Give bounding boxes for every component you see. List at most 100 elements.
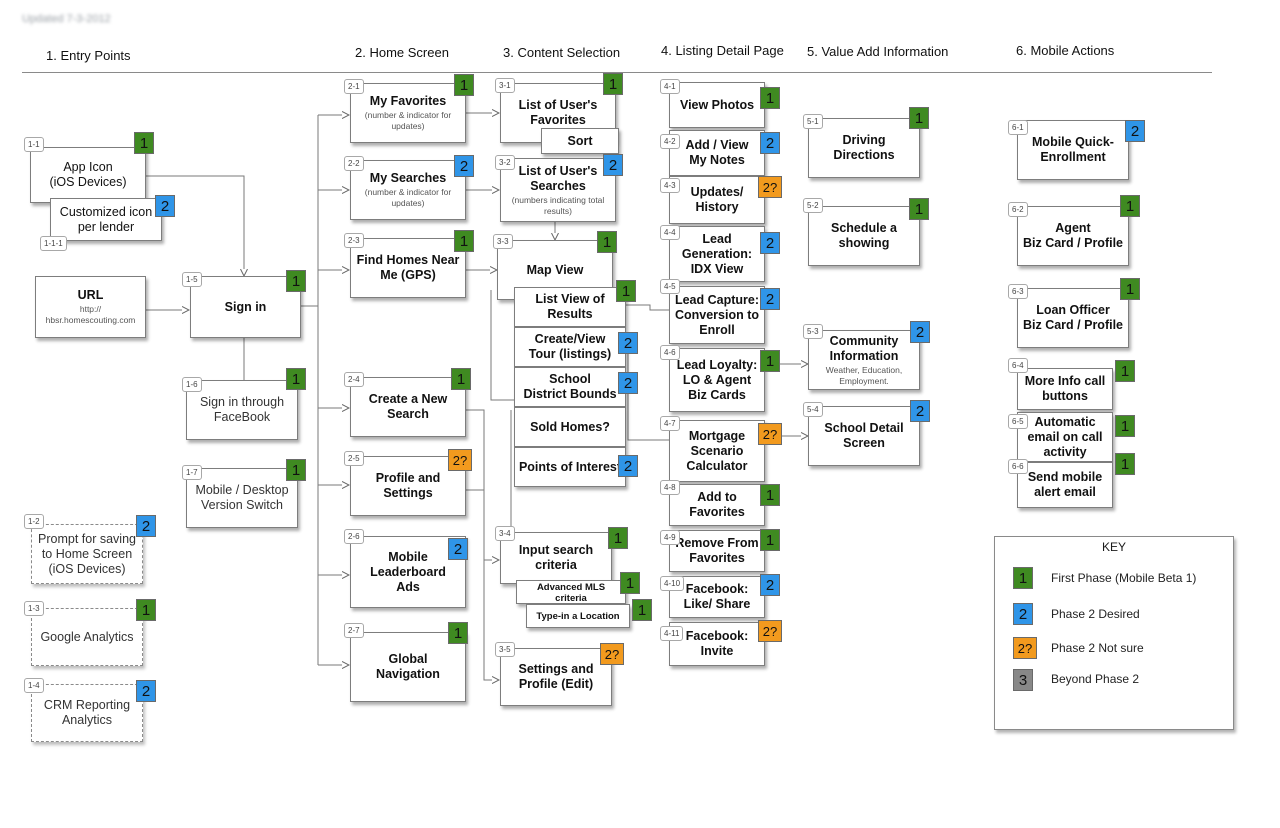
- node-version-switch[interactable]: Mobile / Desktop Version Switch: [186, 468, 298, 528]
- node-title: Lead Loyalty: LO & Agent Biz Cards: [676, 357, 758, 402]
- node-facebook-invite[interactable]: Facebook: Invite: [669, 622, 765, 666]
- node-add-favorites[interactable]: Add to Favorites: [669, 484, 765, 526]
- node-quick-enrollment[interactable]: Mobile Quick- Enrollment: [1017, 120, 1129, 180]
- node-sign-in[interactable]: Sign in: [190, 276, 301, 338]
- node-id: 4-5: [660, 279, 680, 294]
- column-heading-value-add: 5. Value Add Information: [807, 44, 949, 59]
- node-id: 5-2: [803, 198, 823, 213]
- node-global-navigation[interactable]: Global Navigation: [350, 632, 466, 702]
- node-url[interactable]: URL http:// hbsr.homescouting.com: [35, 276, 146, 338]
- phase-badge: 1: [603, 73, 623, 95]
- node-find-homes-gps[interactable]: Find Homes Near Me (GPS): [350, 238, 466, 298]
- phase-badge: 2?: [600, 643, 624, 665]
- node-view-photos[interactable]: View Photos: [669, 82, 765, 128]
- node-type-location[interactable]: Type-in a Location: [526, 604, 630, 628]
- node-points-of-interest[interactable]: Points of Interest: [514, 447, 626, 487]
- node-sold-homes[interactable]: Sold Homes?: [514, 407, 626, 447]
- legend-label: Beyond Phase 2: [1051, 672, 1140, 686]
- node-id: 5-1: [803, 114, 823, 129]
- node-driving-directions[interactable]: Driving Directions: [808, 118, 920, 178]
- node-lead-generation[interactable]: Lead Generation: IDX View: [669, 226, 765, 282]
- node-title: List View of Results: [535, 292, 605, 321]
- phase-badge: 2: [760, 574, 780, 596]
- node-input-search-criteria[interactable]: Input search criteria: [500, 532, 612, 584]
- phase-badge: 1: [451, 368, 471, 390]
- node-sort[interactable]: Sort: [541, 128, 619, 154]
- node-app-icon[interactable]: App Icon (iOS Devices): [30, 147, 146, 203]
- node-google-analytics[interactable]: Google Analytics: [31, 608, 143, 666]
- phase-badge: 2: [618, 372, 638, 394]
- node-loan-officer-biz-card[interactable]: Loan Officer Biz Card / Profile: [1017, 288, 1129, 348]
- node-lead-loyalty[interactable]: Lead Loyalty: LO & Agent Biz Cards: [669, 348, 765, 412]
- node-id: 6-5: [1008, 414, 1028, 429]
- legend-swatch: 1: [1013, 567, 1033, 589]
- phase-badge: 1: [1120, 195, 1140, 217]
- node-auto-email[interactable]: Automatic email on call activity: [1017, 412, 1113, 462]
- node-title: Add / View My Notes: [685, 138, 749, 167]
- header-divider: [22, 72, 1212, 73]
- node-title: Settings and Profile (Edit): [518, 662, 594, 691]
- node-id: 3-5: [495, 642, 515, 657]
- phase-badge: 2: [1125, 120, 1145, 142]
- node-id: 3-2: [495, 155, 515, 170]
- node-facebook-share[interactable]: Facebook: Like/ Share: [669, 576, 765, 618]
- node-title: Mobile / Desktop Version Switch: [195, 483, 289, 512]
- node-title: Mobile Quick- Enrollment: [1032, 135, 1114, 164]
- phase-badge: 1: [286, 459, 306, 481]
- node-agent-biz-card[interactable]: Agent Biz Card / Profile: [1017, 206, 1129, 266]
- node-schedule-showing[interactable]: Schedule a showing: [808, 206, 920, 266]
- node-my-searches[interactable]: My Searches (number & indicator for upda…: [350, 160, 466, 220]
- phase-badge: 2: [155, 195, 175, 217]
- node-title: Add to Favorites: [689, 490, 745, 519]
- node-customized-icon[interactable]: Customized icon per lender: [50, 198, 162, 241]
- node-advanced-mls[interactable]: Advanced MLS criteria: [516, 580, 626, 604]
- phase-badge: 2: [618, 332, 638, 354]
- node-tour[interactable]: Create/View Tour (listings): [514, 327, 626, 367]
- node-community-information[interactable]: Community Information Weather, Education…: [808, 330, 920, 390]
- node-school-detail[interactable]: School Detail Screen: [808, 406, 920, 466]
- node-my-favorites[interactable]: My Favorites (number & indicator for upd…: [350, 83, 466, 143]
- phase-badge: 2: [910, 400, 930, 422]
- phase-badge: 1: [608, 527, 628, 549]
- node-id: 4-8: [660, 480, 680, 495]
- updated-date: Updated 7-3-2012: [22, 13, 111, 25]
- node-crm-reporting[interactable]: CRM Reporting Analytics: [31, 684, 143, 742]
- node-title: Updates/ History: [690, 185, 744, 214]
- node-lead-capture[interactable]: Lead Capture: Conversion to Enroll: [669, 286, 765, 344]
- node-id: 2-6: [344, 529, 364, 544]
- node-profile-settings[interactable]: Profile and Settings: [350, 456, 466, 516]
- node-my-notes[interactable]: Add / View My Notes: [669, 130, 765, 176]
- phase-badge: 1: [1115, 360, 1135, 382]
- node-title: Sort: [567, 133, 593, 148]
- node-user-searches-list[interactable]: List of User's Searches (numbers indicat…: [500, 158, 616, 222]
- node-title: App Icon (iOS Devices): [49, 160, 127, 189]
- node-create-new-search[interactable]: Create a New Search: [350, 377, 466, 437]
- node-subtitle: Weather, Education, Employment.: [825, 364, 903, 386]
- node-mobile-alert-email[interactable]: Send mobile alert email: [1017, 462, 1113, 508]
- node-id: 6-2: [1008, 202, 1028, 217]
- node-id: 2-5: [344, 451, 364, 466]
- node-school-district[interactable]: School District Bounds: [514, 367, 626, 407]
- node-remove-favorites[interactable]: Remove From Favorites: [669, 530, 765, 572]
- node-id: 4-1: [660, 79, 680, 94]
- node-home-screen-prompt[interactable]: Prompt for saving to Home Screen (iOS De…: [31, 524, 143, 584]
- node-id: 2-2: [344, 156, 364, 171]
- phase-badge: 1: [909, 107, 929, 129]
- node-mortgage-calculator[interactable]: Mortgage Scenario Calculator: [669, 420, 765, 482]
- node-facebook-sign-in[interactable]: Sign in through FaceBook: [186, 380, 298, 440]
- node-title: Create a New Search: [368, 392, 448, 421]
- node-title: Automatic email on call activity: [1027, 414, 1103, 459]
- node-leaderboard-ads[interactable]: Mobile Leaderboard Ads: [350, 536, 466, 608]
- node-call-buttons[interactable]: More Info call buttons: [1017, 368, 1113, 410]
- node-list-view-results[interactable]: List View of Results: [514, 287, 626, 327]
- phase-badge: 1: [454, 74, 474, 96]
- node-title: Facebook: Like/ Share: [683, 582, 751, 611]
- node-updates-history[interactable]: Updates/ History: [669, 176, 765, 224]
- node-settings-profile-edit[interactable]: Settings and Profile (Edit): [500, 648, 612, 706]
- node-id: 1-6: [182, 377, 202, 392]
- node-title: Google Analytics: [40, 629, 134, 644]
- phase-badge: 1: [632, 599, 652, 621]
- column-heading-listing-detail: 4. Listing Detail Page: [661, 43, 784, 58]
- node-id: 4-3: [660, 178, 680, 193]
- phase-badge: 1: [454, 230, 474, 252]
